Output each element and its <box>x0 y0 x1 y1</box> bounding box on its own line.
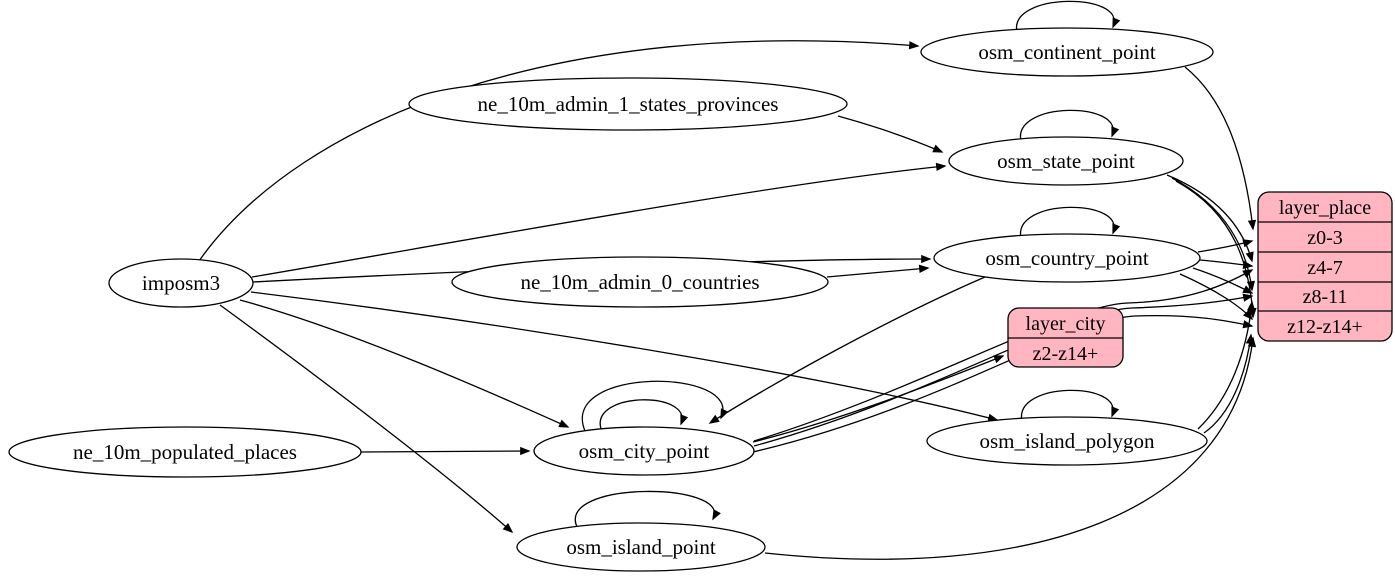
edge-osm_country_point->layer_place:z0-3 <box>1197 239 1254 253</box>
osm_city_point-label: osm_city_point <box>579 439 710 463</box>
edge-osm_city_point->osm_city_point-self-2 <box>581 380 729 432</box>
edge-osm_island_point->osm_island_point-self-1 <box>574 490 721 528</box>
edge-ne_10m_populated_places->osm_city_point <box>360 446 531 456</box>
ne_10m_admin_1_states_provinces-label: ne_10m_admin_1_states_provinces <box>478 92 779 116</box>
osm_continent_point-label: osm_continent_point <box>978 40 1155 64</box>
osm_island_polygon-ellipse <box>926 416 1208 466</box>
node-osm_island_polygon: osm_island_polygon <box>926 416 1208 466</box>
layer_place-row-z4-7: z4-7 <box>1307 257 1343 279</box>
edge-osm_state_point->osm_state_point-self-1 <box>1020 109 1120 142</box>
edge-osm_country_point->layer_place:z8-11 <box>1192 267 1254 294</box>
edge-osm_state_point->layer_place:z4-7 <box>1166 174 1254 263</box>
edge-osm_continent_point->layer_place:z0-3 <box>1184 66 1257 231</box>
node-ne_10m_admin_0_countries: ne_10m_admin_0_countries <box>451 256 829 308</box>
osm_continent_point-ellipse <box>920 27 1214 77</box>
edge-osm_country_point->layer_place:z4-7 <box>1199 259 1254 269</box>
osm_island_polygon-label: osm_island_polygon <box>979 429 1155 453</box>
edge-osm_island_polygon->layer_place:z12-z14+ <box>1203 333 1254 434</box>
node-ne_10m_admin_1_states_provinces: ne_10m_admin_1_states_provinces <box>408 77 848 131</box>
edge-imposm3->osm_state_point <box>251 162 947 278</box>
edge-imposm3->osm_island_polygon <box>250 291 999 422</box>
edge-osm_city_point->layer_place:z4-7 <box>753 269 1254 442</box>
osm_island_point-ellipse <box>516 522 766 572</box>
osm_country_point-ellipse <box>933 233 1201 283</box>
imposm3-ellipse <box>108 258 254 308</box>
ne_10m_admin_1_states_provinces-ellipse <box>408 77 848 131</box>
edge-osm_country_point->osm_city_point <box>708 276 986 424</box>
edge-imposm3->osm_city_point <box>239 299 570 428</box>
edge-osm_continent_point->osm_continent_point-self-1 <box>1016 0 1121 33</box>
node-layer_place: layer_place z0-3 z4-7 z8-11 z12-z14+ <box>1257 191 1393 342</box>
edge-osm_city_point->layer_city:z2-z14+ <box>752 355 1005 443</box>
osm_city_point-ellipse <box>533 426 755 476</box>
layer_place-row-z12-z14+: z12-z14+ <box>1287 316 1363 338</box>
edge-osm_country_point->layer_place:z12-z14+ <box>1179 273 1254 321</box>
node-osm_continent_point: osm_continent_point <box>920 27 1214 77</box>
edge-osm_state_point->layer_place:z8-11 <box>1171 177 1256 292</box>
node-osm_state_point: osm_state_point <box>948 136 1184 186</box>
node-osm_city_point: osm_city_point <box>533 426 755 476</box>
ne_10m_admin_0_countries-label: ne_10m_admin_0_countries <box>520 270 759 294</box>
ne_10m_populated_places-ellipse <box>8 426 362 478</box>
osm_country_point-label: osm_country_point <box>985 246 1148 270</box>
ne_10m_populated_places-label: ne_10m_populated_places <box>73 440 297 464</box>
node-ne_10m_populated_places: ne_10m_populated_places <box>8 426 362 478</box>
osm_island_point-label: osm_island_point <box>566 535 716 559</box>
node-osm_island_point: osm_island_point <box>516 522 766 572</box>
ne_10m_admin_0_countries-ellipse <box>451 256 829 308</box>
osm_state_point-ellipse <box>948 136 1184 186</box>
edge-osm_island_polygon->layer_place:z8-11 <box>1197 300 1256 430</box>
imposm3-label: imposm3 <box>142 271 220 295</box>
layer_city-row-z2-z14+: z2-z14+ <box>1033 343 1099 365</box>
edge-osm_city_point->osm_city_point-self-1 <box>599 399 689 430</box>
layer_place-row-z0-3: z0-3 <box>1307 227 1343 249</box>
layer_place-row-z8-11: z8-11 <box>1303 286 1348 308</box>
nodes-layer: imposm3 ne_10m_admin_1_states_provincesne… <box>8 27 1393 572</box>
node-osm_country_point: osm_country_point <box>933 233 1201 283</box>
layer_place-box <box>1257 191 1393 342</box>
node-layer_city: layer_city z2-z14+ <box>1007 307 1124 368</box>
layer_place-header: layer_place <box>1279 197 1371 219</box>
edge-osm_island_polygon->osm_island_polygon-self-1 <box>1021 389 1120 422</box>
edge-imposm3->osm_continent_point <box>198 40 920 262</box>
edge-ne_10m_admin_1_states_provinces->osm_state_point <box>837 115 944 153</box>
edge-osm_island_point->layer_place:z12-z14+ <box>764 336 1257 560</box>
edge-osm_country_point->osm_country_point-self-1 <box>1020 206 1121 239</box>
edge-imposm3->osm_island_point <box>219 304 514 534</box>
edge-ne_10m_admin_0_countries->osm_country_point <box>826 264 930 278</box>
node-imposm3: imposm3 <box>108 258 254 308</box>
osm_state_point-label: osm_state_point <box>997 149 1135 173</box>
layer_city-header: layer_city <box>1026 313 1106 335</box>
edges-layer <box>198 0 1257 560</box>
